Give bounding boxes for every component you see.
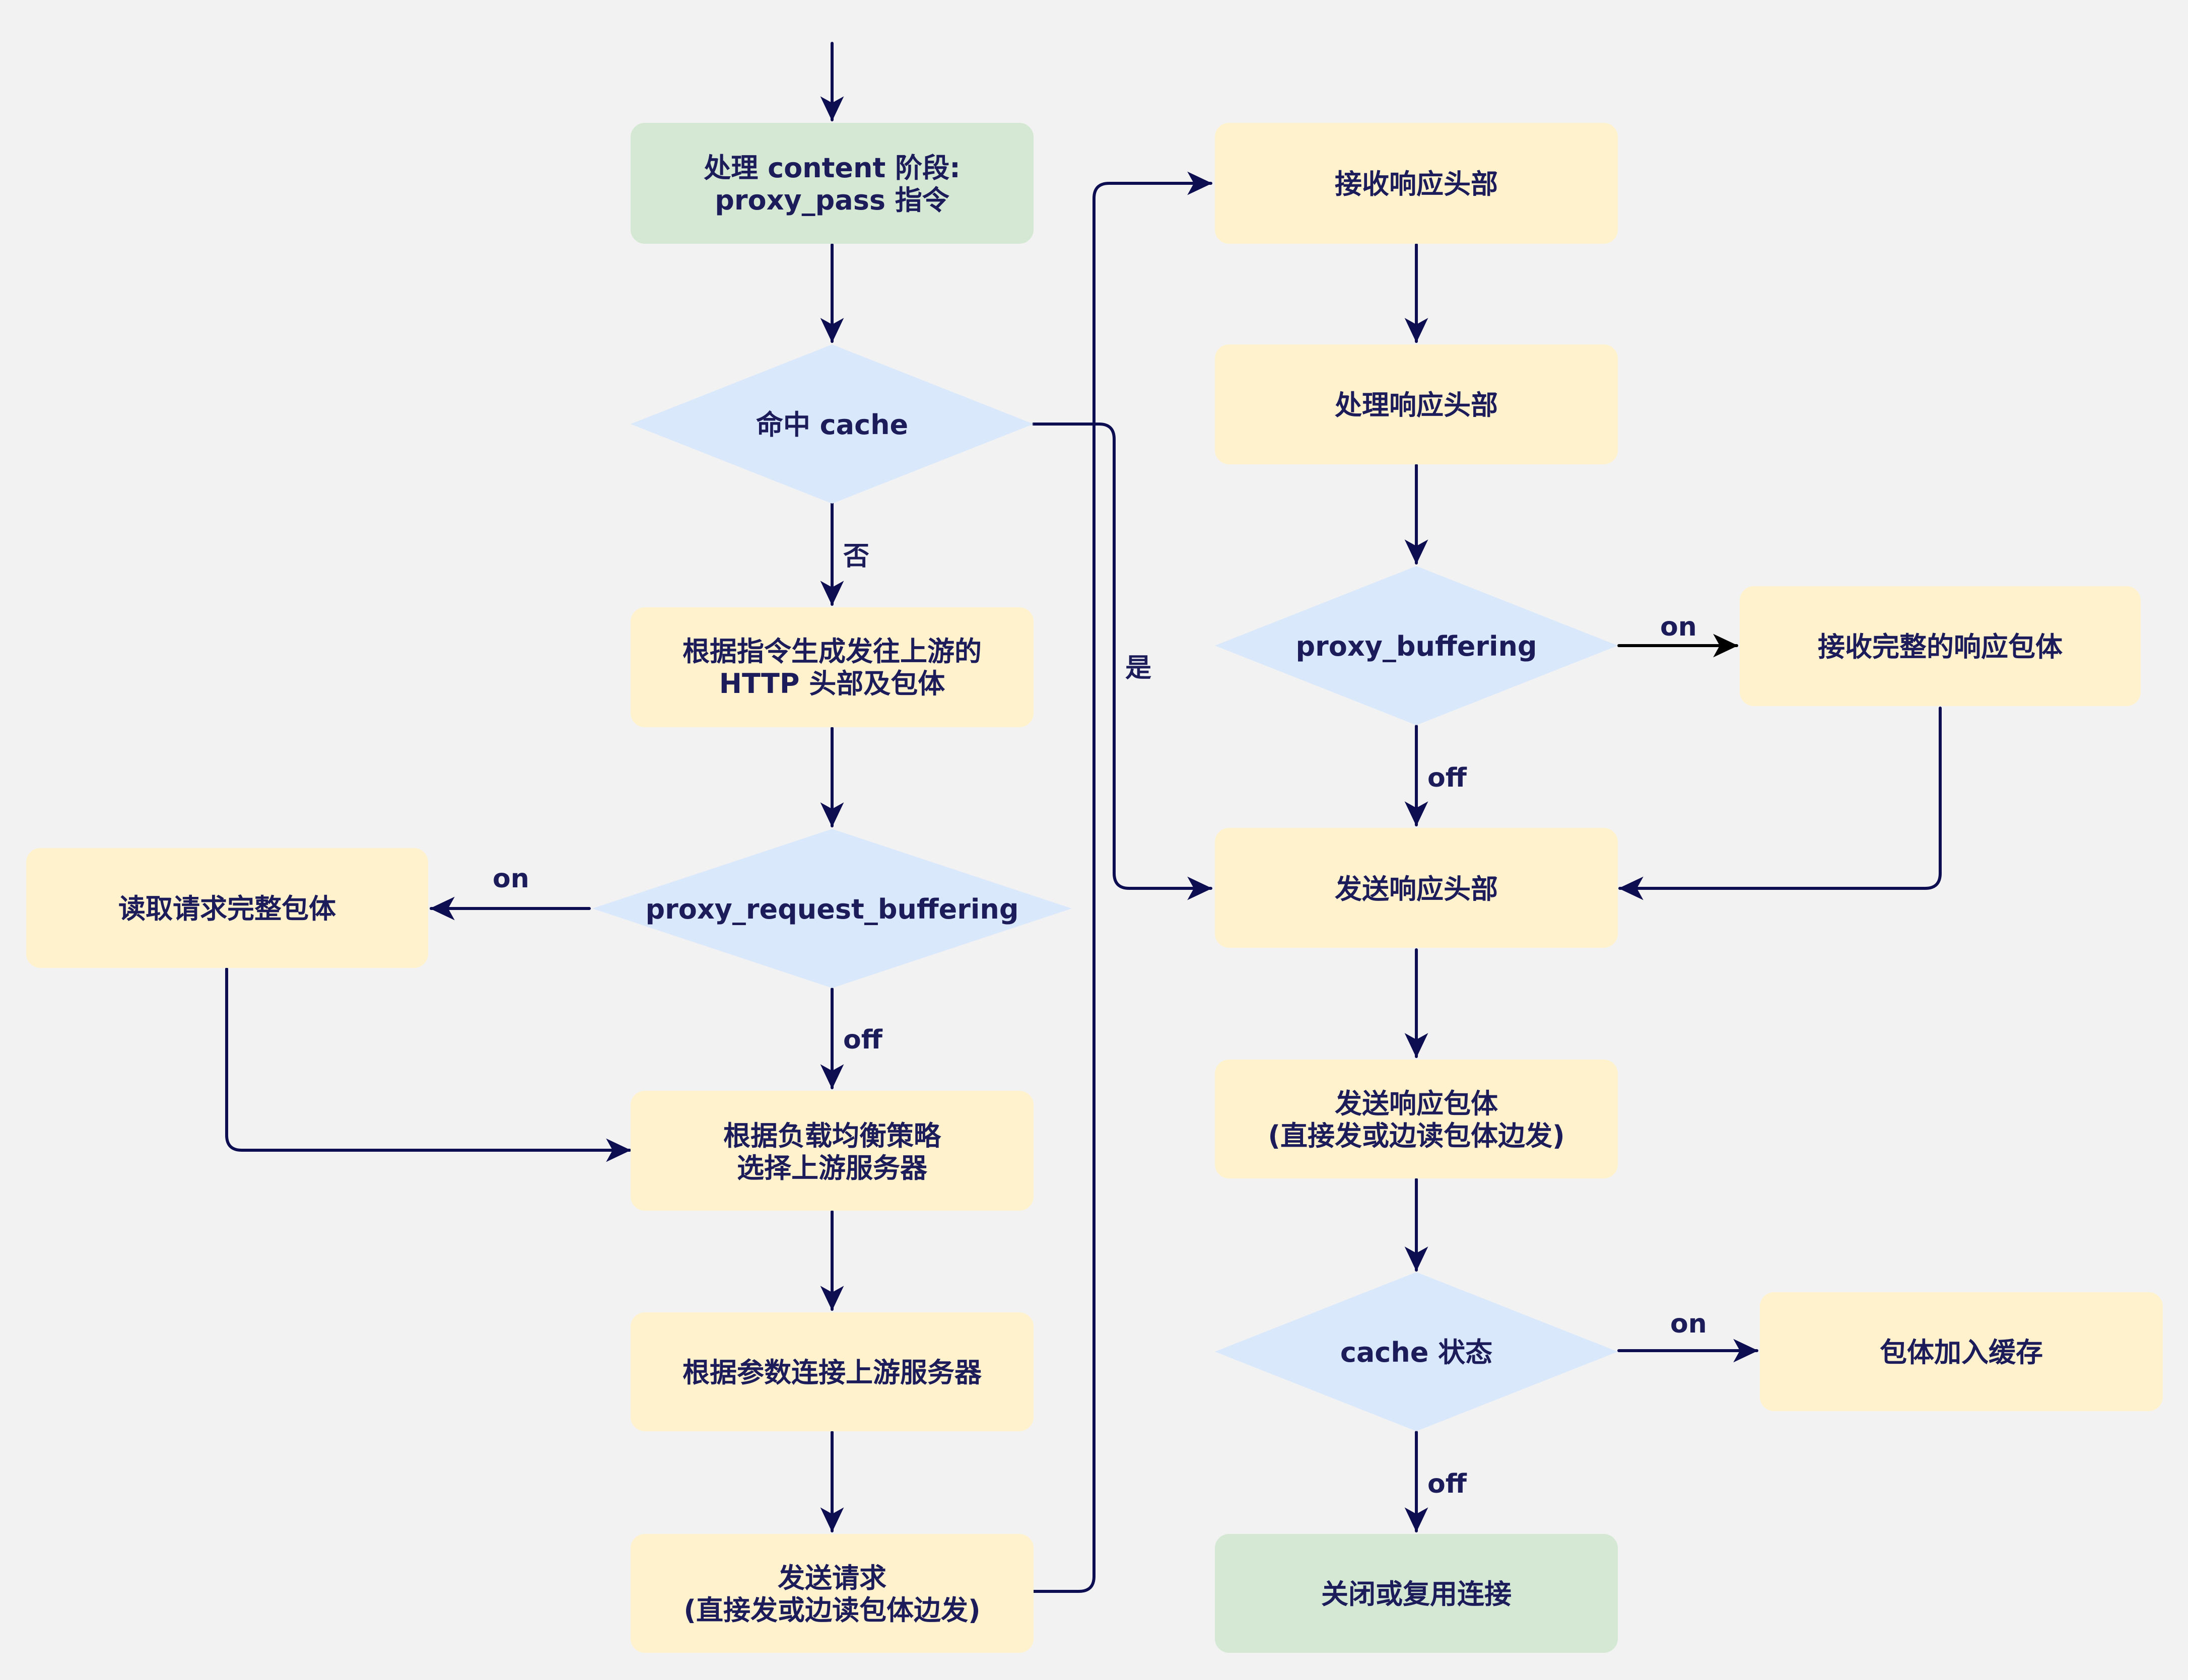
edge-label-buf-off: off — [1427, 763, 1467, 793]
node-send-headers-box — [1215, 828, 1618, 948]
node-send-headers-label: 发送响应头部 — [1335, 873, 1498, 905]
node-load-balance-line2: 选择上游服务器 — [737, 1152, 928, 1184]
edge-cache-yes — [1032, 423, 1212, 900]
node-add-cache: 包体加入缓存 — [1760, 1292, 2163, 1411]
node-send-request-line2: (直接发或边读包体边发) — [683, 1594, 980, 1626]
node-cache-hit-label: 命中 cache — [756, 409, 908, 441]
node-cache-state-label: cache 状态 — [1340, 1337, 1492, 1368]
node-read-body: 读取请求完整包体 — [26, 848, 428, 968]
edge-label-buf-on: on — [1660, 612, 1697, 642]
node-add-cache-box — [1760, 1292, 2163, 1411]
edge-label-reqbuf-off: off — [843, 1025, 883, 1055]
node-cache-state-diamond — [1215, 1272, 1618, 1431]
node-send-headers: 发送响应头部 — [1215, 828, 1618, 948]
node-load-balance-box — [631, 1091, 1034, 1211]
node-send-body: 发送响应包体 (直接发或边读包体边发) — [1215, 1060, 1618, 1178]
node-recv-full-body: 接收完整的响应包体 — [1740, 586, 2141, 706]
node-load-balance: 根据负载均衡策略 选择上游服务器 — [631, 1091, 1034, 1211]
node-proc-headers-label: 处理响应头部 — [1335, 389, 1498, 421]
edge-label-cachestate-on: on — [1670, 1309, 1707, 1339]
node-recv-headers: 接收响应头部 — [1215, 123, 1618, 244]
node-read-body-label: 读取请求完整包体 — [118, 893, 336, 925]
node-connect-label: 根据参数连接上游服务器 — [682, 1357, 982, 1388]
edge-label-cache-yes: 是 — [1125, 653, 1151, 683]
node-read-body-box — [26, 848, 428, 968]
node-proc-headers-box — [1215, 344, 1618, 464]
node-content-phase: 处理 content 阶段: proxy_pass 指令 — [631, 123, 1034, 244]
node-req-buffering-label: proxy_request_buffering — [645, 893, 1018, 925]
node-cache-state: cache 状态 — [1215, 1272, 1618, 1431]
node-gen-headers: 根据指令生成发往上游的 HTTP 头部及包体 — [631, 607, 1034, 727]
edge-labels: 否 是 on off on off on off — [493, 541, 1707, 1499]
node-gen-headers-box — [631, 607, 1034, 727]
node-connect: 根据参数连接上游服务器 — [631, 1312, 1034, 1431]
edge-label-cache-no: 否 — [843, 541, 869, 572]
nodes: 处理 content 阶段: proxy_pass 指令 命中 cache 根据… — [26, 123, 2163, 1653]
node-recv-full-body-box — [1740, 586, 2141, 706]
node-recv-headers-label: 接收响应头部 — [1335, 168, 1498, 200]
node-buffering-label: proxy_buffering — [1295, 631, 1537, 662]
edge-send-to-recv — [1032, 171, 1212, 1593]
node-send-body-box — [1215, 1060, 1618, 1178]
node-connect-box — [631, 1312, 1034, 1431]
node-gen-headers-line1: 根据指令生成发往上游的 — [682, 636, 982, 667]
node-content-phase-line1: 处理 content 阶段: — [704, 152, 960, 184]
node-cache-hit-diamond — [631, 344, 1034, 504]
edge-label-cachestate-off: off — [1427, 1469, 1467, 1499]
edge-label-reqbuf-on: on — [493, 864, 529, 894]
edge-fullbody-to-sendheaders — [1618, 707, 1942, 900]
node-buffering: proxy_buffering — [1215, 566, 1618, 725]
node-close-conn-box — [1215, 1534, 1618, 1653]
node-recv-full-body-label: 接收完整的响应包体 — [1818, 631, 2063, 663]
node-req-buffering: proxy_request_buffering — [592, 829, 1072, 988]
node-close-conn: 关闭或复用连接 — [1215, 1534, 1618, 1653]
node-cache-hit: 命中 cache — [631, 344, 1034, 504]
node-load-balance-line1: 根据负载均衡策略 — [723, 1120, 941, 1152]
node-add-cache-label: 包体加入缓存 — [1880, 1337, 2043, 1368]
node-close-conn-label: 关闭或复用连接 — [1321, 1578, 1512, 1610]
node-req-buffering-diamond — [592, 829, 1072, 988]
edge-readbody-to-lb — [225, 967, 631, 1162]
node-content-phase-line2: proxy_pass 指令 — [715, 184, 950, 216]
node-proc-headers: 处理响应头部 — [1215, 344, 1618, 464]
edges — [225, 42, 1942, 1593]
node-content-phase-box — [631, 123, 1034, 244]
node-send-body-line1: 发送响应包体 — [1335, 1088, 1498, 1119]
node-send-request: 发送请求 (直接发或边读包体边发) — [631, 1534, 1034, 1653]
node-buffering-diamond — [1215, 566, 1618, 725]
node-send-request-box — [631, 1534, 1034, 1653]
node-recv-headers-box — [1215, 123, 1618, 244]
node-gen-headers-line2: HTTP 头部及包体 — [719, 668, 945, 699]
node-send-body-line2: (直接发或边读包体边发) — [1268, 1120, 1564, 1152]
node-send-request-line1: 发送请求 — [778, 1562, 886, 1594]
